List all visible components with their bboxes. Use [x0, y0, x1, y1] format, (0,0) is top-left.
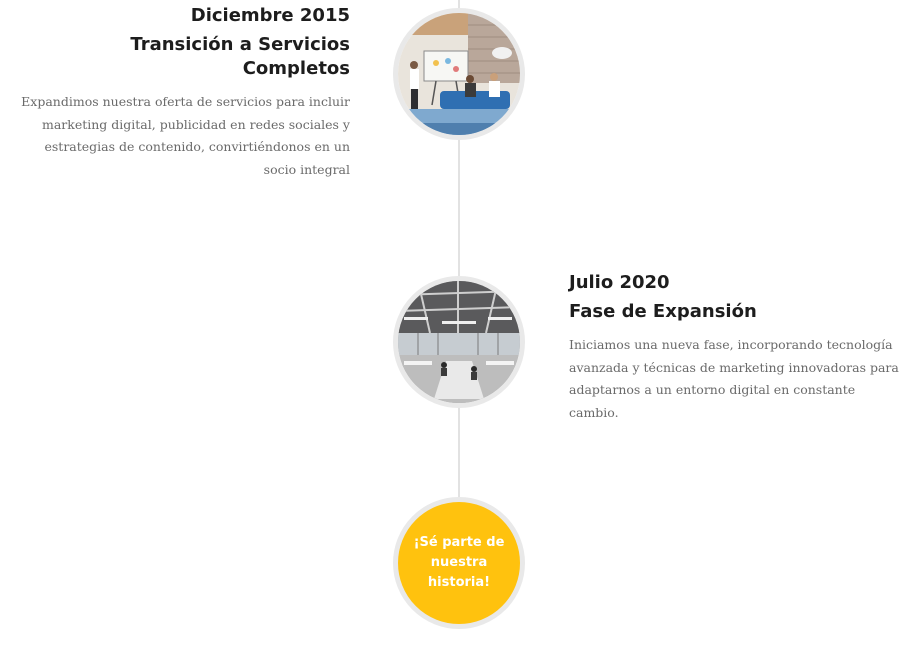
- timeline-entry-2015: Diciembre 2015 Transición a Servicios Co…: [20, 4, 350, 181]
- entry-title: Transición a Servicios Completos: [130, 34, 350, 79]
- open-office-image: [398, 281, 520, 403]
- timeline-node-image-meeting: [393, 8, 525, 140]
- timeline-line: [458, 0, 460, 500]
- office-meeting-image: [398, 13, 520, 135]
- cta-label: ¡Sé parte de nuestra historia!: [413, 535, 505, 590]
- entry-description: Expandimos nuestra oferta de servicios p…: [21, 94, 350, 177]
- join-history-cta-button[interactable]: ¡Sé parte de nuestra historia!: [393, 497, 525, 629]
- entry-title: Fase de Expansión: [569, 301, 757, 322]
- entry-date: Diciembre 2015: [190, 5, 350, 26]
- timeline-node-image-office: [393, 276, 525, 408]
- entry-description: Iniciamos una nueva fase, incorporando t…: [569, 337, 899, 420]
- entry-date: Julio 2020: [569, 272, 670, 293]
- timeline-entry-2020: Julio 2020 Fase de Expansión Iniciamos u…: [569, 271, 899, 424]
